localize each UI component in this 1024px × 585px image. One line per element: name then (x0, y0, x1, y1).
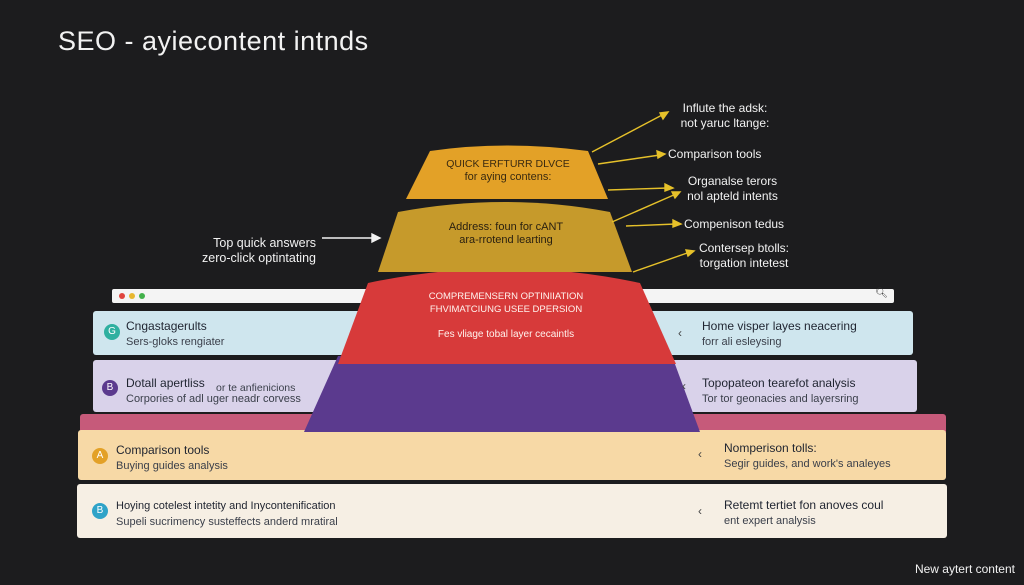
pyramid-tier-3 (338, 268, 676, 364)
close-dot-icon (119, 293, 125, 299)
arrow-4 (611, 193, 677, 223)
row-4 (77, 484, 947, 538)
annotation-right-5-line1: Contersep btolls: (698, 241, 790, 255)
annotation-right-1-line1: Influte the adsk: (682, 101, 768, 115)
maximize-dot-icon (139, 293, 145, 299)
row-3-right-sub: Segir guides, and work's analeyes (724, 458, 891, 470)
annotation-right-3-line2: nol apteld intents (687, 189, 778, 203)
row-4-right: Retemt tertiet fon anoves coul ent exper… (724, 497, 883, 529)
arrow-2 (597, 154, 661, 165)
row-2-left-title: Dotall apertliss (126, 376, 205, 390)
row-4-right-sub: ent expert analysis (724, 515, 816, 527)
pyramid-tier-1 (406, 145, 608, 199)
row-3-left-sub: Buying guides analysis (116, 460, 228, 472)
row-1-left-title: Cngastagerults (126, 319, 207, 333)
row-1-right-title: Home visper layes neacering (702, 319, 857, 333)
arrow-1 (591, 113, 665, 153)
annotation-right-5: Contersep btolls: torgation intetest (686, 241, 802, 271)
annotation-right-1: Influte the adsk: not yaruc ltange: (660, 101, 790, 131)
row-3 (78, 430, 946, 480)
row-2-right: Topopateon tearefot analysis Tor tor geo… (702, 375, 859, 407)
row-1-right: Home visper layes neacering forr ali esl… (702, 318, 857, 350)
pyramid-tier-2 (378, 202, 632, 272)
annotation-left: Top quick answers zero-click optintating (180, 236, 316, 266)
tier-2-label: Address: foun for cANT ara-rrotend leart… (406, 221, 606, 247)
annotation-right-4-line1: Compenison tedus (684, 217, 785, 231)
arrow-3 (607, 187, 669, 191)
annotation-right-4: Compenison tedus (684, 217, 784, 232)
tier-2-line2: ara-rrotend learting (459, 234, 553, 246)
chevron-left-icon[interactable]: ‹ (698, 447, 702, 461)
chevron-left-icon[interactable]: ‹ (678, 326, 682, 340)
row-2-left-sub: Corpories of adl uger neadr corvess (126, 393, 301, 405)
row-1-left-sub: Sers-gloks rengiater (126, 336, 225, 348)
tier-3-label: COMPREMENSERN OPTINIIATION FHVIMATCIUNG … (388, 290, 624, 341)
row-4-left-title: Hoying cotelest intetity and Inycontenif… (116, 500, 336, 512)
row-2-badge: B (102, 380, 118, 396)
tier-2-line1: Address: foun for cANT (448, 221, 564, 233)
annotation-right-2-line1: Comparison tools (668, 147, 762, 161)
annotation-right-5-line2: torgation intetest (699, 256, 789, 270)
chevron-left-icon[interactable]: ‹ (698, 504, 702, 518)
tier-1-label: QUICK ERFTURR DLVCE for aying contens: (420, 158, 596, 184)
arrow-5 (625, 223, 677, 227)
row-4-left-sub: Supeli sucrimency susteffects anderd mra… (116, 516, 338, 528)
annotation-left-line2: zero-click optintating (202, 251, 316, 265)
annotation-right-3: Organalse terors nol apteld intents (670, 174, 795, 204)
search-icon[interactable]: 🔍︎ (875, 288, 888, 299)
page-title: SEO - ayiecontent intnds (58, 26, 369, 56)
row-3-right: Nomperison tolls: Segir guides, and work… (724, 440, 891, 472)
row-4-right-title: Retemt tertiet fon anoves coul (724, 498, 884, 512)
minimize-dot-icon (129, 293, 135, 299)
row-4-badge: B (92, 503, 108, 519)
pyramid-tier-4 (304, 356, 700, 432)
annotation-right-3-line1: Organalse terors (687, 174, 778, 188)
row-2-right-sub: Tor tor geonacies and layersring (702, 393, 859, 405)
annotation-right-2: Comparison tools (668, 147, 761, 162)
tier-3-line1: COMPREMENSERN OPTINIIATION (428, 291, 584, 302)
row-2-left-mid: or te anfienicions (216, 380, 295, 396)
row-3-left: Comparison tools Buying guides analysis (116, 442, 228, 474)
row-3-right-title: Nomperison tolls: (724, 441, 817, 455)
row-1-right-sub: forr ali esleysing (702, 336, 782, 348)
row-4-left: Hoying cotelest intetity and Inycontenif… (116, 498, 338, 530)
tier-3-line3: Fes vliage tobal layer cecaintls (437, 329, 575, 340)
row-1-left: Cngastagerults Sers-gloks rengiater (126, 318, 224, 350)
row-3-left-title: Comparison tools (116, 443, 210, 457)
row-2-right-title: Topopateon tearefot analysis (702, 376, 856, 390)
annotation-left-line1: Top quick answers (213, 236, 316, 250)
tier-1-line2: for aying contens: (464, 171, 552, 183)
chevron-left-icon[interactable]: ‹ (682, 379, 686, 393)
row-1-badge: G (104, 324, 120, 340)
tier-1-line1: QUICK ERFTURR DLVCE (446, 158, 570, 170)
footer-note: New aytert content (914, 562, 1015, 576)
row-2-left-mid-text: or te anfienicions (216, 382, 296, 394)
row-2-left: Dotall apertliss Corpories of adl uger n… (126, 375, 301, 407)
row-3-badge: A (92, 448, 108, 464)
annotation-right-1-line2: not yaruc ltange: (680, 116, 770, 130)
tier-3-line2: FHVIMATCIUNG USEE DPERSION (429, 304, 583, 315)
arrow-6 (632, 251, 691, 273)
